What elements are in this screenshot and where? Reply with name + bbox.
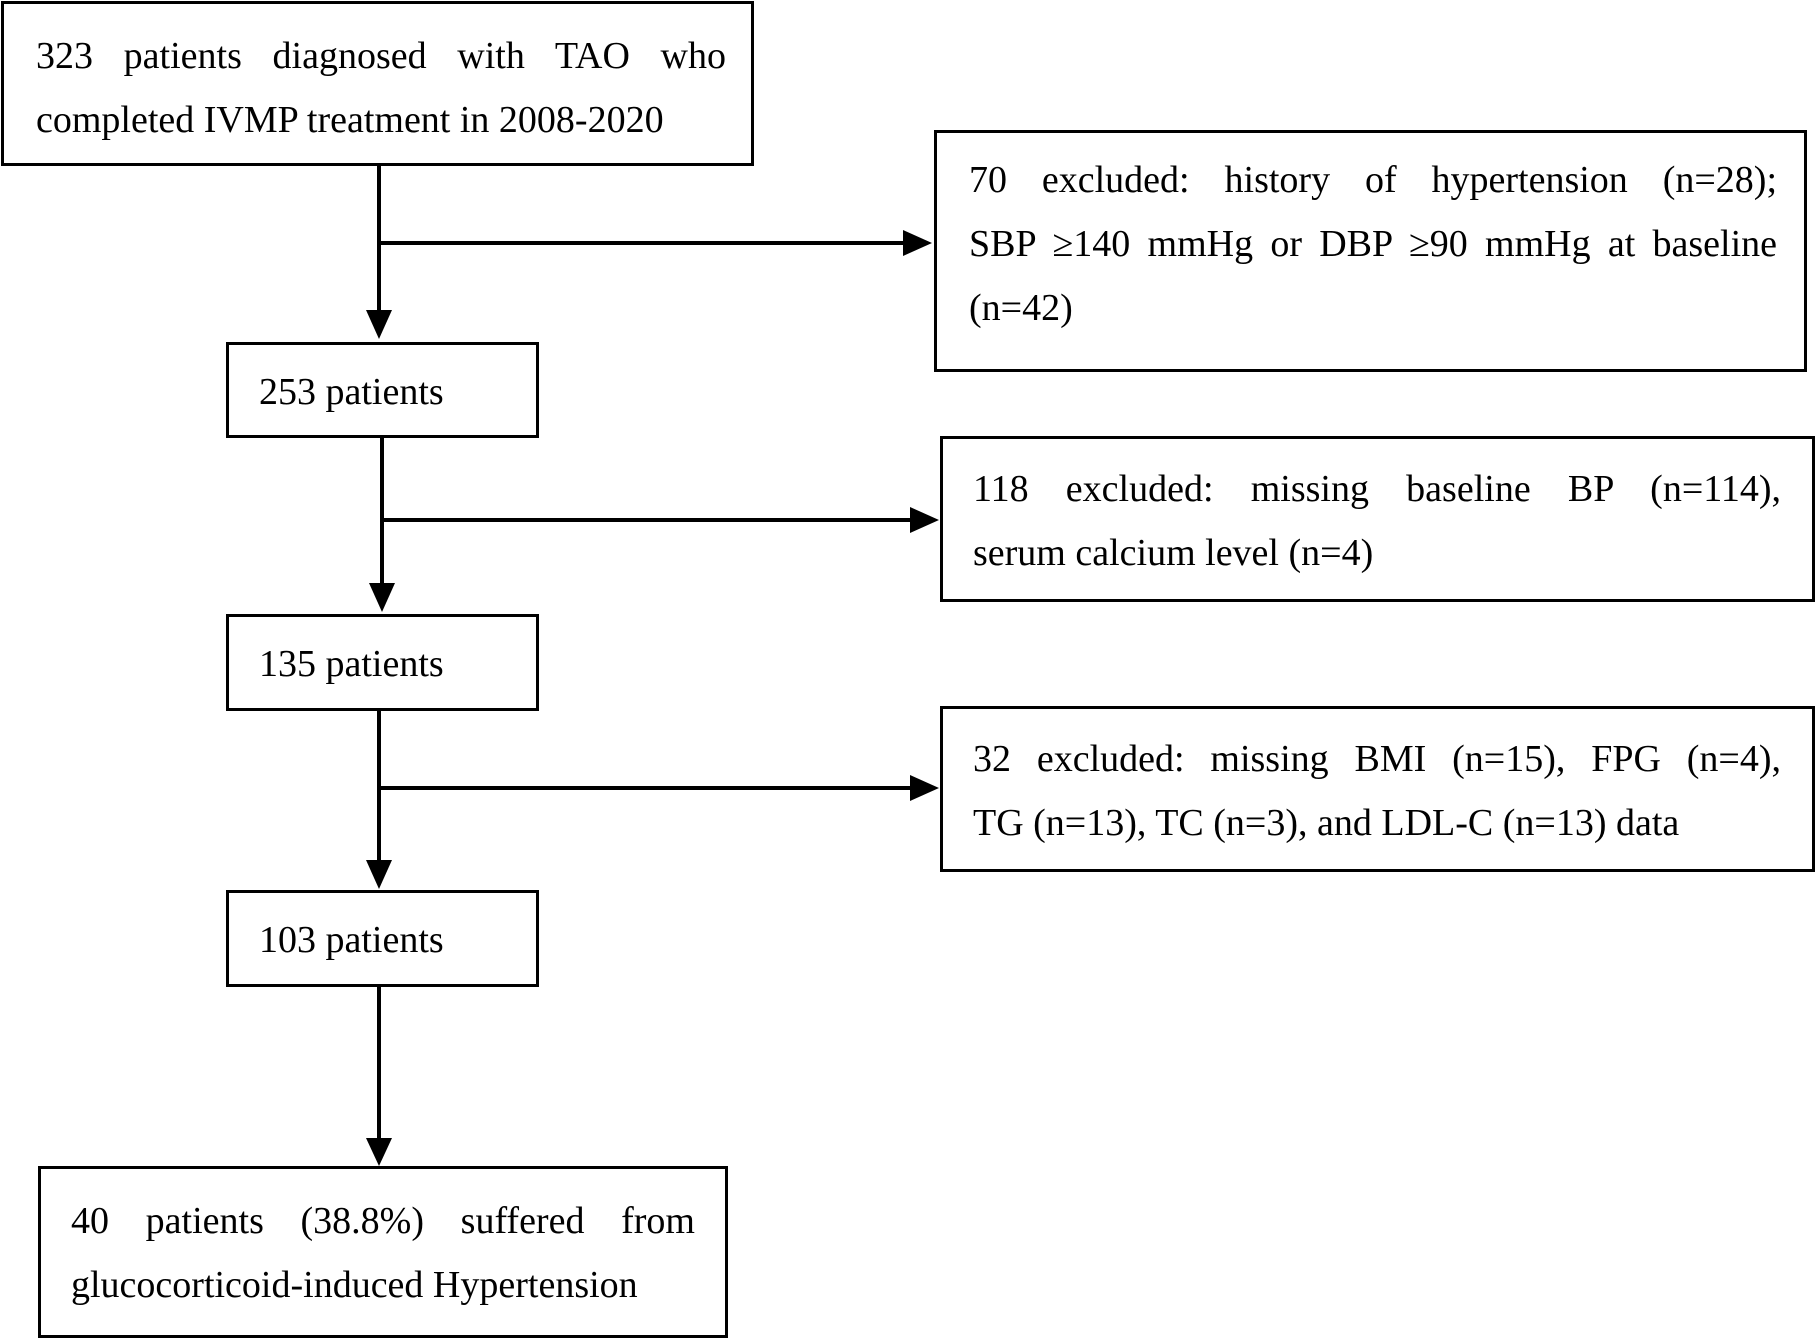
exclusion-box-70: 70 excluded: history of hypertension (n=…	[934, 130, 1807, 372]
label-253-patients: 253 patients	[259, 371, 444, 413]
label-103-patients: 103 patients	[259, 919, 444, 961]
start-text-line-2: completed IVMP treatment in 2008-2020	[36, 99, 664, 141]
exclusion-32-line-2: TG (n=13), TC (n=3), and LDL-C (n=13) da…	[973, 802, 1680, 844]
outcome-box: 40 patients (38.8%) suffered from glucoc…	[38, 1166, 728, 1338]
box-103-patients: 103 patients	[226, 890, 539, 987]
arrowhead-down-253	[366, 310, 392, 339]
exclusion-box-32: 32 excluded: missing BMI (n=15), FPG (n=…	[940, 706, 1815, 872]
box-253-patients: 253 patients	[226, 342, 539, 438]
arrowhead-right-70	[903, 230, 932, 256]
exclusion-70-line-2: SBP ≥140 mmHg or DBP ≥90 mmHg at baselin…	[969, 223, 1777, 265]
box-135-patients: 135 patients	[226, 614, 539, 711]
exclusion-118-line-1: 118 excluded: missing baseline BP (n=114…	[973, 468, 1781, 510]
exclusion-118-line-2: serum calcium level (n=4)	[973, 532, 1374, 574]
arrowhead-down-103	[366, 860, 392, 889]
start-text-line-1: 323 patients diagnosed with TAO who	[36, 35, 726, 77]
outcome-text-line-1: 40 patients (38.8%) suffered from	[71, 1200, 695, 1242]
exclusion-32-line-1: 32 excluded: missing BMI (n=15), FPG (n=…	[973, 738, 1781, 780]
arrowhead-down-outcome	[366, 1138, 392, 1166]
exclusion-70-line-1: 70 excluded: history of hypertension (n=…	[969, 159, 1777, 201]
outcome-text-line-2: glucocorticoid-induced Hypertension	[71, 1264, 638, 1306]
start-box: 323 patients diagnosed with TAO who comp…	[1, 1, 754, 166]
exclusion-70-line-3: (n=42)	[969, 287, 1073, 329]
exclusion-box-118: 118 excluded: missing baseline BP (n=114…	[940, 436, 1815, 602]
arrowhead-right-118	[910, 507, 939, 533]
arrowhead-right-32	[910, 775, 939, 801]
arrowhead-down-135	[369, 583, 395, 612]
label-135-patients: 135 patients	[259, 643, 444, 685]
